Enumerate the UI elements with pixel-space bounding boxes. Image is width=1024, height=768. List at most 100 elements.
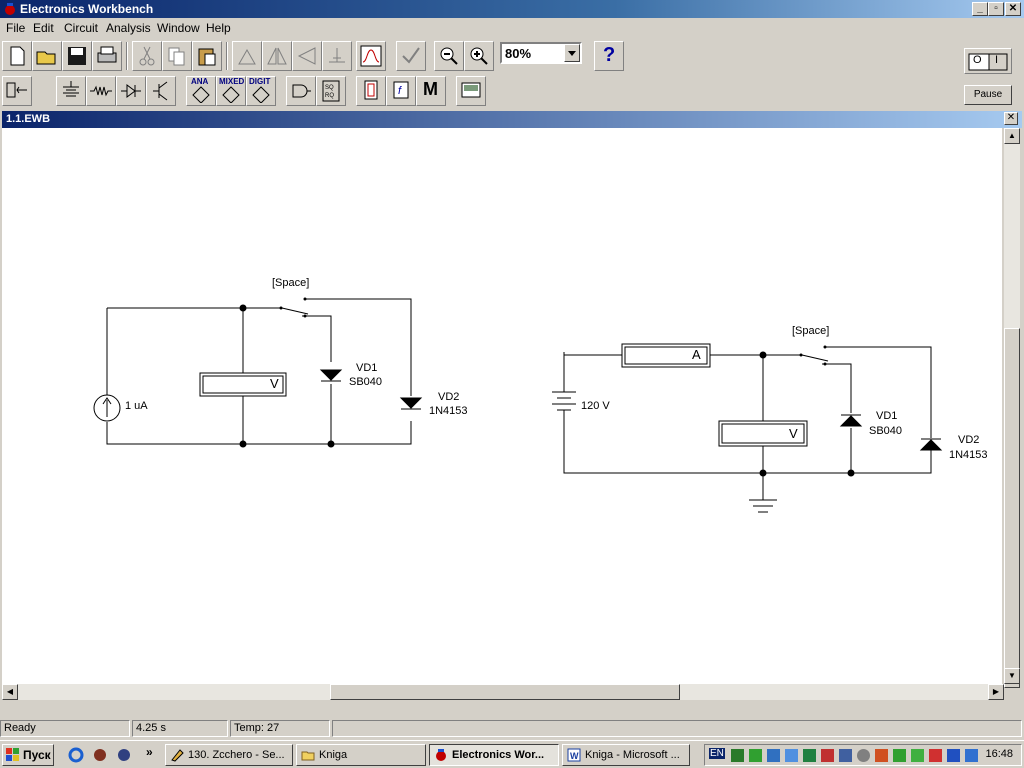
zoom-out-icon [440,47,458,65]
task-label: Kniga [319,749,348,761]
zoom-in-button[interactable] [464,41,494,71]
copy-button[interactable] [162,41,192,71]
quick-launch-more[interactable]: » [146,745,153,759]
cut-button[interactable] [132,41,162,71]
tray-app-icon[interactable] [839,749,852,762]
indicators-bin-button[interactable] [356,76,386,106]
tray-app-icon[interactable] [749,749,762,762]
mixed-ics-bin-button[interactable]: MIXED [216,76,246,106]
language-indicator[interactable]: EN [709,748,725,759]
basic-bin-button[interactable] [86,76,116,106]
ie-icon[interactable] [68,747,84,763]
new-file-icon [10,46,25,66]
tray-app-icon[interactable] [857,749,870,762]
paste-button[interactable] [192,41,222,71]
tray-app-icon[interactable] [731,749,744,762]
digital-label: DIGIT [249,77,271,86]
menu-window[interactable]: Window [157,21,200,35]
graph-button[interactable] [356,41,386,71]
volume-icon[interactable] [875,749,888,762]
scroll-left-icon[interactable]: ◀ [2,684,18,700]
start-button[interactable]: Пуск [2,744,54,766]
sources-bin-button[interactable] [56,76,86,106]
svg-text:RQ: RQ [325,93,334,99]
vertical-scroll-thumb[interactable] [1004,328,1020,688]
tray-app-icon[interactable] [767,749,780,762]
transistors-bin-button[interactable] [146,76,176,106]
open-file-button[interactable] [32,41,62,71]
junction-dot [759,351,767,359]
task-button-zcchero[interactable]: 130. Zcchero - Se... [165,744,293,766]
instruments-bin-button[interactable] [456,76,486,106]
sources-icon [63,81,79,97]
controls-bin-button[interactable]: f [386,76,416,106]
task-button-electronics-workbench[interactable]: Electronics Wor... [429,744,559,766]
menu-circuit[interactable]: Circuit [64,21,99,35]
task-button-kniga-folder[interactable]: Kniga [296,744,426,766]
zoom-in-icon [470,47,488,65]
logic-gates-bin-button[interactable] [286,76,316,106]
diodes-bin-button[interactable] [116,76,146,106]
new-file-button[interactable] [2,41,32,71]
wire [826,346,932,438]
tray-app-icon[interactable] [803,749,816,762]
flip-vertical-button[interactable] [292,41,322,71]
tray-app-icon[interactable] [785,749,798,762]
clock[interactable]: 16:48 [985,748,1013,760]
menu-analysis[interactable]: Analysis [106,21,151,35]
save-button[interactable] [62,41,92,71]
app-icon [5,3,15,15]
tray-app-icon[interactable] [947,749,960,762]
scroll-right-icon[interactable]: ▶ [988,684,1004,700]
tray-app-icon[interactable] [821,749,834,762]
menu-help[interactable]: Help [206,21,231,35]
function-block-icon: f [393,81,409,99]
task-button-kniga-word[interactable]: W Kniga - Microsoft ... [562,744,690,766]
pause-button[interactable]: Pause [964,85,1012,105]
tray-app-icon[interactable] [911,749,924,762]
menu-edit[interactable]: Edit [33,21,54,35]
horizontal-scrollbar[interactable]: ◀ ▶ [2,684,1004,700]
subcircuit-button[interactable] [396,41,426,71]
component-properties-button[interactable] [322,41,352,71]
close-button[interactable]: ✕ [1005,2,1021,16]
scroll-down-icon[interactable]: ▼ [1004,668,1020,684]
scroll-up-icon[interactable]: ▲ [1004,128,1020,144]
ammeter-glyph: A [692,347,701,362]
tray-app-icon[interactable] [893,749,906,762]
zoom-select[interactable]: 80% [500,42,582,64]
power-switch[interactable]: O I [964,48,1012,74]
open-folder-icon [36,51,56,65]
miscellaneous-bin-button[interactable]: M [416,76,446,106]
chevron-down-icon[interactable] [564,44,580,62]
flip-horizontal-button[interactable] [262,41,292,71]
minimize-button[interactable]: _ [972,2,988,16]
menu-file[interactable]: File [6,21,26,35]
diode-vd2-c1 [399,397,423,409]
paste-clipboard-icon [198,48,216,66]
logic-gate-icon [292,84,311,98]
window-title: Electronics Workbench [20,2,154,16]
maximize-button[interactable]: ▫ [988,2,1004,16]
document-titlebar[interactable]: 1.1.EWB ✕ [2,111,1022,128]
digital-ics-bin-button[interactable]: DIGIT [246,76,276,106]
tray-app-icon[interactable] [929,749,942,762]
status-temperature: Temp: 27 [230,720,330,737]
junction-dot [239,304,247,312]
media-icon[interactable] [92,747,108,763]
rotate-button[interactable] [232,41,262,71]
network-icon[interactable] [116,747,132,763]
favorites-bin-button[interactable] [2,76,32,106]
menu-bar: File Edit Circuit Analysis Window Help [0,18,1024,38]
vertical-scrollbar[interactable]: ▲ ▼ [1004,128,1020,688]
document-close-button[interactable]: ✕ [1004,112,1018,125]
circuit-canvas[interactable]: [Space] 1 uA V VD1 SB040 VD2 1N4153 [Spa… [2,128,1002,684]
print-button[interactable] [92,41,122,71]
help-button[interactable]: ? [594,41,624,71]
horizontal-scroll-thumb[interactable] [330,684,680,700]
zoom-out-button[interactable] [434,41,464,71]
window-titlebar[interactable]: Electronics Workbench _ ▫ ✕ [0,0,1024,18]
tray-app-icon[interactable] [965,749,978,762]
analog-ics-bin-button[interactable]: ANA [186,76,216,106]
